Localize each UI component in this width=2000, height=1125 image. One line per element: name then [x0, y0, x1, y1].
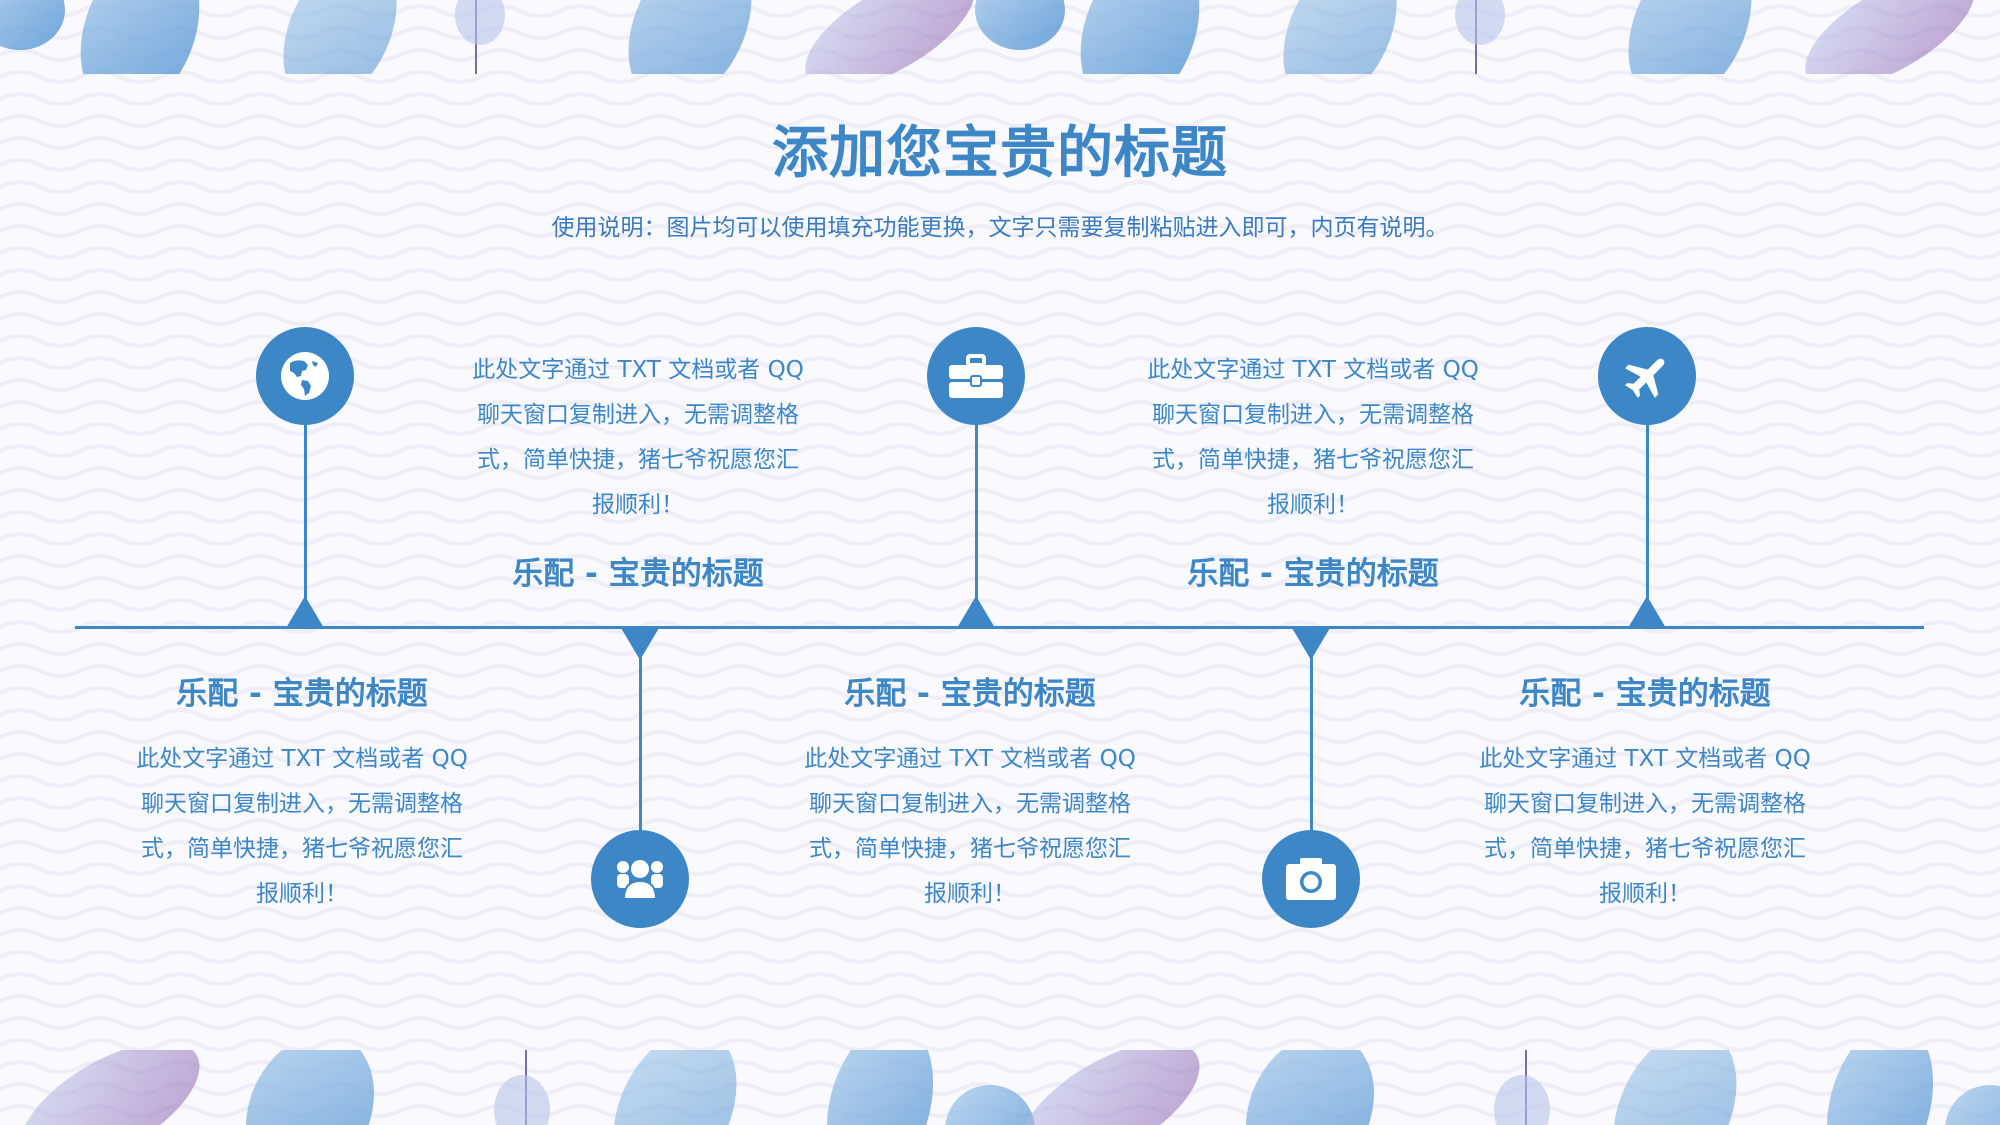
item-body: 此处文字通过 TXT 文档或者 QQ 聊天窗口复制进入，无需调整格 式，简单快捷…: [112, 737, 492, 917]
timeline-item-5: 乐配 - 宝贵的标题 此处文字通过 TXT 文档或者 QQ 聊天窗口复制进入，无…: [1455, 674, 1835, 917]
body-line: 式，简单快捷，猪七爷祝愿您汇: [1484, 836, 1806, 862]
item-heading: 乐配 - 宝贵的标题: [844, 676, 1096, 712]
triangle-up-marker: [1628, 596, 1666, 628]
body-line: 式，简单快捷，猪七爷祝愿您汇: [1152, 447, 1474, 473]
triangle-down-marker: [1292, 628, 1330, 660]
body-line: 报顺利！: [1267, 492, 1359, 518]
body-line: 报顺利！: [256, 881, 348, 907]
body-line: 报顺利！: [924, 881, 1016, 907]
people-icon: [617, 858, 663, 900]
briefcase-icon: [949, 354, 1003, 398]
node-stem: [1310, 655, 1313, 835]
triangle-down-marker: [621, 628, 659, 660]
body-line: 聊天窗口复制进入，无需调整格: [141, 791, 463, 817]
item-heading: 乐配 - 宝贵的标题: [1519, 676, 1771, 712]
camera-icon: [1286, 858, 1336, 900]
timeline-item-4: 此处文字通过 TXT 文档或者 QQ 聊天窗口复制进入，无需调整格 式，简单快捷…: [1123, 348, 1503, 594]
node-stem: [304, 424, 307, 600]
top-feather-decoration: [0, 0, 2000, 74]
timeline-axis: [75, 626, 1924, 629]
globe-icon: [281, 352, 329, 400]
airplane-icon-circle: [1598, 327, 1696, 425]
slide-title: 添加您宝贵的标题: [772, 121, 1228, 186]
globe-icon-circle: [256, 327, 354, 425]
body-line: 报顺利！: [592, 492, 684, 518]
body-line: 此处文字通过 TXT 文档或者 QQ: [804, 746, 1136, 772]
node-stem: [975, 424, 978, 600]
item-body: 此处文字通过 TXT 文档或者 QQ 聊天窗口复制进入，无需调整格 式，简单快捷…: [1455, 737, 1835, 917]
briefcase-icon-circle: [927, 327, 1025, 425]
body-line: 此处文字通过 TXT 文档或者 QQ: [472, 357, 804, 383]
body-line: 式，简单快捷，猪七爷祝愿您汇: [809, 836, 1131, 862]
body-line: 式，简单快捷，猪七爷祝愿您汇: [141, 836, 463, 862]
body-line: 此处文字通过 TXT 文档或者 QQ: [136, 746, 468, 772]
item-body: 此处文字通过 TXT 文档或者 QQ 聊天窗口复制进入，无需调整格 式，简单快捷…: [780, 737, 1160, 917]
slide-subtitle: 使用说明：图片均可以使用填充功能更换，文字只需要复制粘贴进入即可，内页有说明。: [551, 215, 1449, 241]
item-body: 此处文字通过 TXT 文档或者 QQ 聊天窗口复制进入，无需调整格 式，简单快捷…: [1123, 348, 1503, 528]
body-line: 聊天窗口复制进入，无需调整格: [477, 402, 799, 428]
triangle-up-marker: [957, 596, 995, 628]
body-line: 此处文字通过 TXT 文档或者 QQ: [1147, 357, 1479, 383]
item-heading: 乐配 - 宝贵的标题: [176, 676, 428, 712]
timeline-item-2: 此处文字通过 TXT 文档或者 QQ 聊天窗口复制进入，无需调整格 式，简单快捷…: [448, 348, 828, 594]
bottom-feather-decoration: [0, 1050, 2000, 1125]
body-line: 此处文字通过 TXT 文档或者 QQ: [1479, 746, 1811, 772]
body-line: 式，简单快捷，猪七爷祝愿您汇: [477, 447, 799, 473]
body-line: 聊天窗口复制进入，无需调整格: [809, 791, 1131, 817]
body-line: 聊天窗口复制进入，无需调整格: [1152, 402, 1474, 428]
item-heading: 乐配 - 宝贵的标题: [1187, 556, 1439, 592]
body-line: 聊天窗口复制进入，无需调整格: [1484, 791, 1806, 817]
timeline-item-3: 乐配 - 宝贵的标题 此处文字通过 TXT 文档或者 QQ 聊天窗口复制进入，无…: [780, 674, 1160, 917]
node-stem: [1646, 424, 1649, 600]
timeline-item-1: 乐配 - 宝贵的标题 此处文字通过 TXT 文档或者 QQ 聊天窗口复制进入，无…: [112, 674, 492, 917]
people-icon-circle: [591, 830, 689, 928]
body-line: 报顺利！: [1599, 881, 1691, 907]
camera-icon-circle: [1262, 830, 1360, 928]
triangle-up-marker: [286, 596, 324, 628]
item-body: 此处文字通过 TXT 文档或者 QQ 聊天窗口复制进入，无需调整格 式，简单快捷…: [448, 348, 828, 528]
node-stem: [639, 655, 642, 835]
item-heading: 乐配 - 宝贵的标题: [512, 556, 764, 592]
airplane-icon: [1625, 358, 1665, 398]
